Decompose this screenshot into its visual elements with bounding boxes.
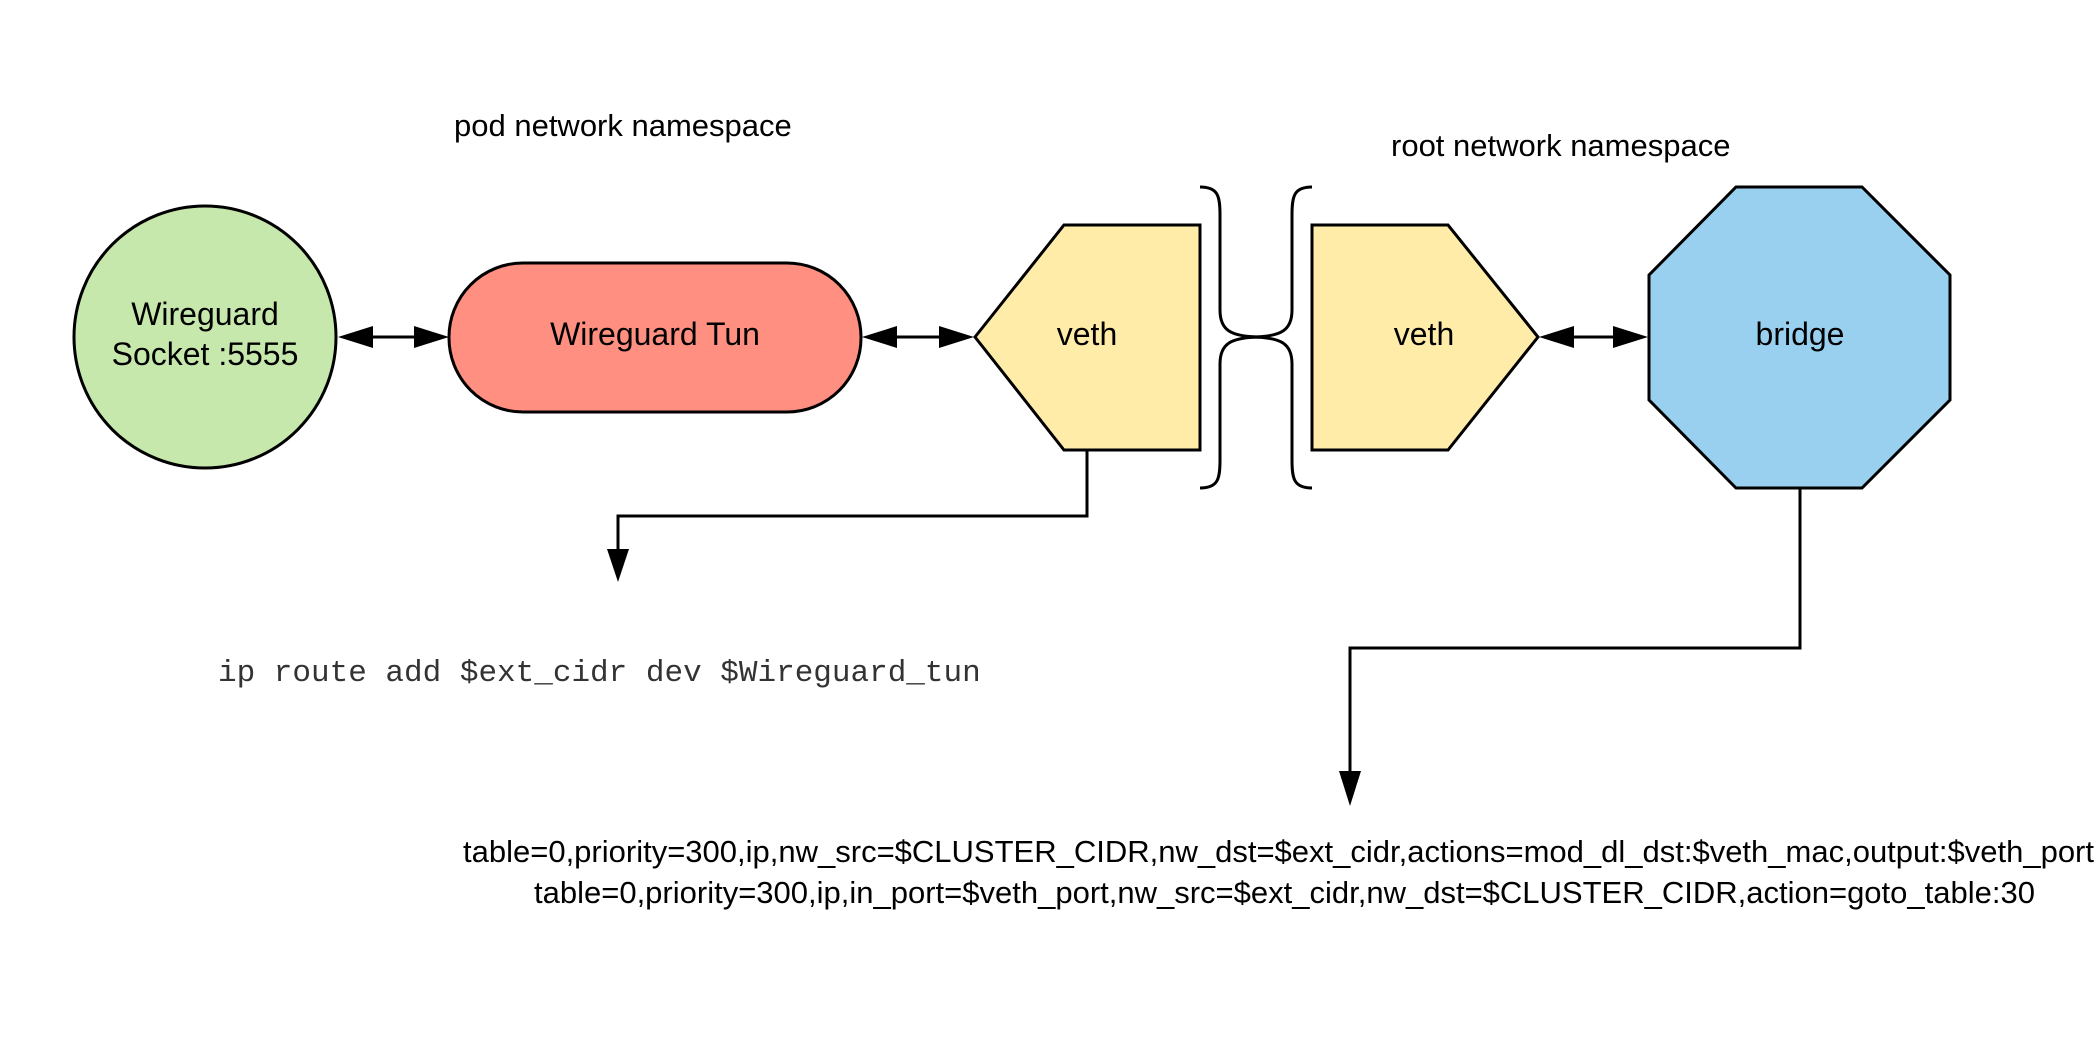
- wireguard-socket-node: Wireguard Socket :5555: [72, 204, 338, 470]
- wireguard-tun-node: Wireguard Tun: [447, 261, 863, 414]
- pod-namespace-label: pod network namespace: [454, 108, 792, 143]
- wireguard-socket-label-line2: Socket :5555: [112, 336, 299, 372]
- arrow-right-icon: [414, 326, 449, 348]
- bridge-node: bridge: [1647, 185, 1952, 490]
- veth-pod-label: veth: [1057, 316, 1117, 352]
- bridge-flow-connector: [1339, 488, 1802, 806]
- arrow-down-icon: [1339, 771, 1361, 806]
- veth-pod-node: veth: [973, 223, 1202, 452]
- arrow-left-icon: [338, 326, 373, 348]
- bridge-shape: [1647, 185, 1952, 490]
- wireguard-tun-label: Wireguard Tun: [550, 316, 760, 352]
- flow-rule-1: table=0,priority=300,ip,nw_src=$CLUSTER_…: [463, 834, 2094, 869]
- arrow-left-icon: [1539, 326, 1574, 348]
- flow-rule-2: table=0,priority=300,ip,in_port=$veth_po…: [534, 875, 2035, 910]
- tun-veth-connector: [862, 326, 974, 348]
- arrow-left-icon: [862, 326, 897, 348]
- veth-root-node: veth: [1310, 223, 1540, 452]
- veth-pod-shape: [973, 223, 1202, 452]
- root-namespace-label: root network namespace: [1391, 128, 1730, 163]
- root-namespace-brace: [1249, 185, 1313, 490]
- arrow-right-icon: [939, 326, 974, 348]
- wireguard-socket-shape: [72, 204, 338, 470]
- arrow-right-icon: [1613, 326, 1648, 348]
- veth-root-shape: [1310, 223, 1540, 452]
- veth-route-connector: [607, 450, 1089, 582]
- socket-tun-connector: [338, 326, 449, 348]
- veth-bridge-connector: [1539, 326, 1648, 348]
- wireguard-tun-shape: [447, 261, 863, 414]
- veth-root-label: veth: [1394, 316, 1454, 352]
- ip-route-command: ip route add $ext_cidr dev $Wireguard_tu…: [218, 656, 981, 691]
- bridge-label: bridge: [1756, 316, 1845, 352]
- wireguard-socket-label-line1: Wireguard: [131, 296, 279, 332]
- arrow-down-icon: [607, 549, 629, 582]
